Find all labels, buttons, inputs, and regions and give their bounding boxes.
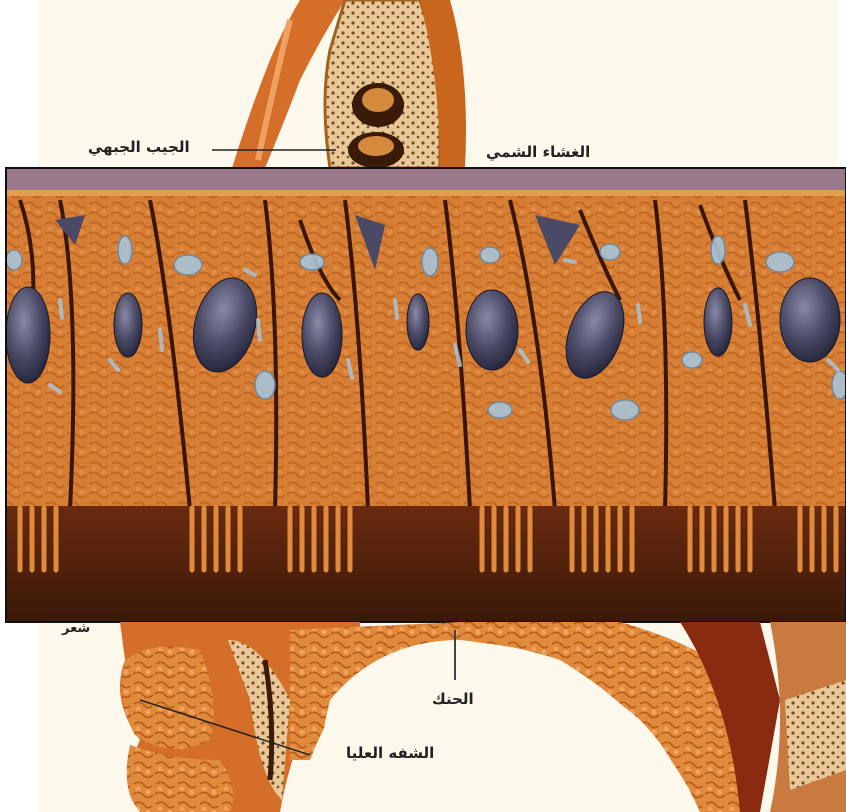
olfactory-epithelium-panel xyxy=(6,168,846,622)
hair-label-fragment: شعر xyxy=(62,621,90,636)
basement-layer xyxy=(6,506,846,622)
palate-label: الحنك xyxy=(432,690,474,708)
upper-lip-label: الشفه العليا xyxy=(346,744,434,762)
mucus-layer xyxy=(6,168,846,192)
frontal-sinus-label: الجيب الجبهي xyxy=(88,138,190,156)
olfactory-membrane-label: الغشاء الشمي xyxy=(486,143,590,161)
oral-cavity-illustration xyxy=(120,622,846,812)
